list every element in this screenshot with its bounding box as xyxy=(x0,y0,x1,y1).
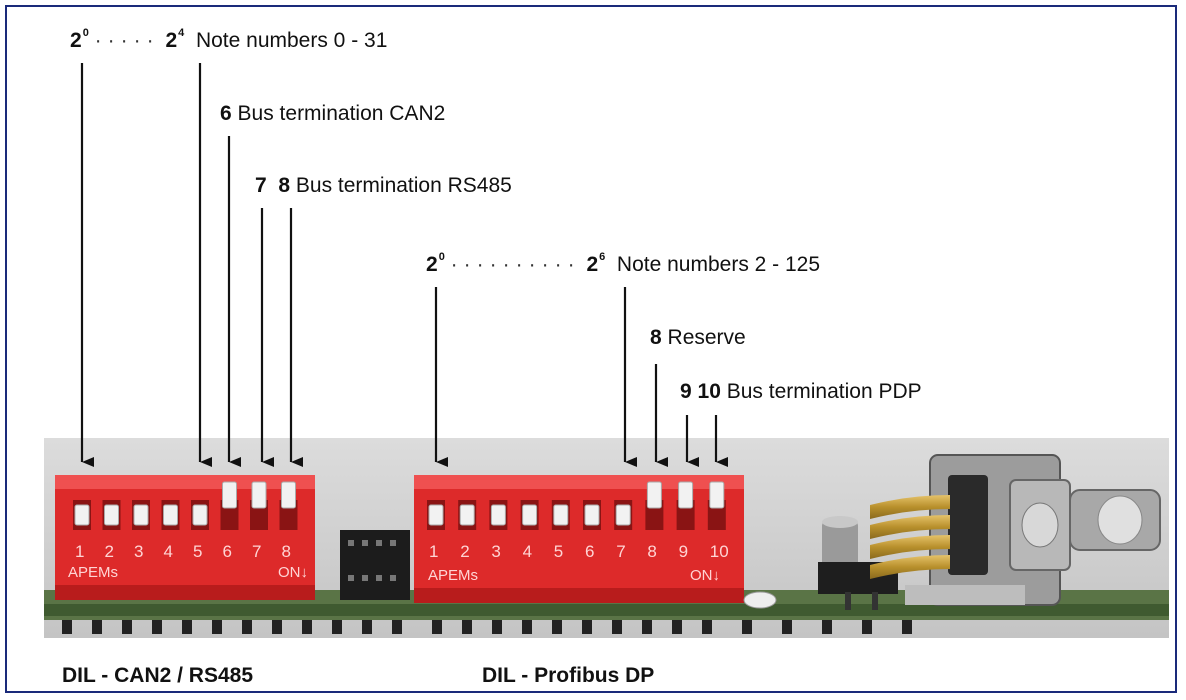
dil1-caption: DIL - CAN2 / RS485 xyxy=(62,664,253,688)
dil2-actuator-8 xyxy=(647,482,661,508)
dil1-on-label: ON↓ xyxy=(278,565,308,580)
dil1-switch-number: 4 xyxy=(164,543,173,560)
dil1-actuator-2 xyxy=(105,505,119,525)
dil2-switch-number: 7 xyxy=(616,543,625,560)
dil1-actuator-4 xyxy=(164,505,178,525)
dil2-actuator-6 xyxy=(585,505,599,525)
dil2-actuator-5 xyxy=(554,505,568,525)
dil1-actuator-5 xyxy=(193,505,207,525)
dil1-switch-body xyxy=(55,475,315,600)
dil2-actuator-4 xyxy=(523,505,537,525)
dil2-switch-number: 8 xyxy=(647,543,656,560)
dil1-bus-rs485-label: 7 8 Bus termination RS485 xyxy=(255,175,512,196)
dil1-switch-number: 8 xyxy=(282,543,291,560)
dil1-actuator-6 xyxy=(223,482,237,508)
dil2-caption: DIL - Profibus DP xyxy=(482,664,654,688)
dil1-actuator-1 xyxy=(75,505,89,525)
dil2-switch-number: 10 xyxy=(710,543,729,560)
dil1-actuator-7 xyxy=(252,482,266,508)
dil2-switch-number: 2 xyxy=(460,543,469,560)
dil2-switch-number: 1 xyxy=(429,543,438,560)
dil2-actuator-1 xyxy=(429,505,443,525)
dil1-switch-number: 1 xyxy=(75,543,84,560)
dil2-switch-number: 3 xyxy=(491,543,500,560)
dil2-switch-number: 9 xyxy=(679,543,688,560)
dil1-switch-number: 3 xyxy=(134,543,143,560)
dil1-switch-number: 6 xyxy=(223,543,232,560)
dil1-actuator-3 xyxy=(134,505,148,525)
capacitor xyxy=(822,516,858,570)
dil2-switch-number: 6 xyxy=(585,543,594,560)
dil2-actuator-10 xyxy=(710,482,724,508)
dil2-switch-number: 4 xyxy=(523,543,532,560)
dil1-switch-number: 2 xyxy=(105,543,114,560)
dil1-brand: APEMs xyxy=(68,565,118,580)
dil2-reserve-label: 8 Reserve xyxy=(650,327,746,348)
dil2-switch-number: 5 xyxy=(554,543,563,560)
dil1-switch-number: 7 xyxy=(252,543,261,560)
dil2-actuator-2 xyxy=(460,505,474,525)
dil1-switch-number: 5 xyxy=(193,543,202,560)
dil2-actuator-9 xyxy=(679,482,693,508)
dil1-bus-can2-label: 6 Bus termination CAN2 xyxy=(220,103,445,124)
dil1-note-range-label: 20 ····· 24 Note numbers 0 - 31 xyxy=(70,30,387,51)
dil2-bus-pdp-label: 9 10 Bus termination PDP xyxy=(680,381,922,402)
dil1-actuator-8 xyxy=(282,482,296,508)
dil2-on-label: ON↓ xyxy=(690,568,720,583)
pin-header xyxy=(340,530,410,600)
dil2-actuator-3 xyxy=(491,505,505,525)
dil2-note-range-label: 20 ·········· 26 Note numbers 2 - 125 xyxy=(426,254,820,275)
dil2-brand: APEMs xyxy=(428,568,478,583)
dil2-actuator-7 xyxy=(616,505,630,525)
